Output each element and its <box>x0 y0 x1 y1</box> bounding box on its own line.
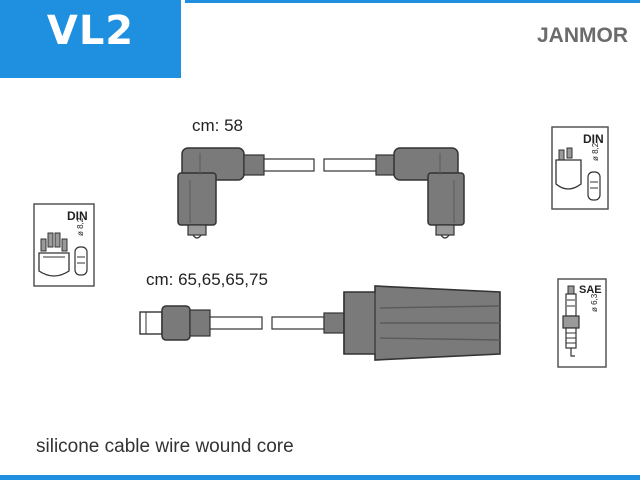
spark-plug-sae-icon: SAE ø 6,3 <box>557 278 607 368</box>
sae-size: ø 6,3 <box>590 293 599 312</box>
coil-end-boot <box>139 305 211 341</box>
bottom-cable-length-label: cm: 65,65,65,75 <box>146 270 268 289</box>
top-wire-right <box>323 158 377 172</box>
top-wire-left <box>263 158 315 172</box>
brand-name: JANMOR <box>536 24 628 47</box>
left-din-standard: DIN <box>67 209 88 223</box>
left-angled-boot <box>177 147 245 239</box>
left-boot-collar <box>243 154 265 176</box>
coil-din-icon-right: DIN ø 8,2 <box>551 126 609 210</box>
right-angled-boot <box>393 147 465 239</box>
top-cable-length-label: cm: 58 <box>192 116 244 135</box>
right-din-standard: DIN <box>583 132 604 146</box>
bottom-cable-diagram <box>139 285 501 361</box>
header-rule <box>185 0 640 3</box>
left-din-size: ø 8,2 <box>76 217 85 236</box>
product-code: VL2 <box>46 8 135 54</box>
top-cable-diagram <box>177 147 465 239</box>
bottom-wire-right <box>271 316 325 330</box>
footer-rule <box>0 475 640 480</box>
spark-plug-boot <box>323 285 501 361</box>
sae-standard: SAE <box>579 284 602 296</box>
distributor-din-icon-left: DIN ø 8,2 <box>33 203 95 287</box>
bottom-wire-left <box>209 316 263 330</box>
product-description: silicone cable wire wound core <box>36 436 294 457</box>
right-din-size: ø 8,2 <box>591 142 600 161</box>
product-code-box: VL2 <box>0 0 181 78</box>
right-boot-collar <box>375 154 397 176</box>
